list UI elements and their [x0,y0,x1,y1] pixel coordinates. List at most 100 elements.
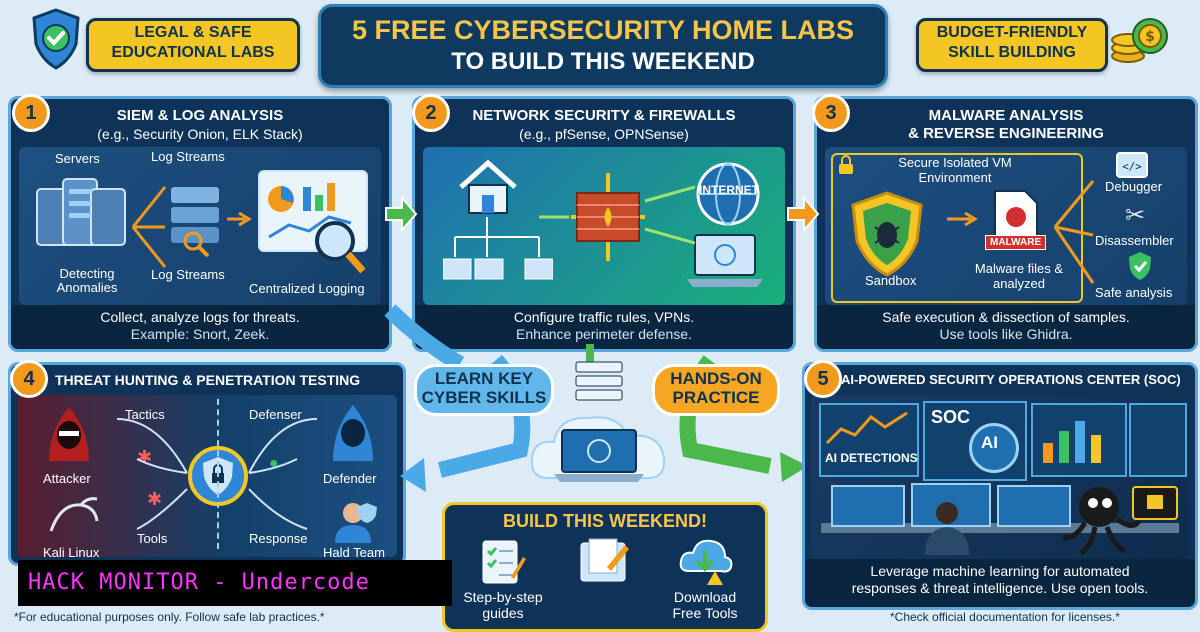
threat-hunting-illustration: Attacker Tactics ✱ ✱ Tools Kali Linux De… [17,395,397,560]
legal-safe-badge-text: LEGAL & SAFE EDUCATIONAL LABS [111,24,275,61]
header: LEGAL & SAFE EDUCATIONAL LABS 5 FREE CYB… [0,0,1200,90]
lab-number-badge: 1 [12,94,50,132]
siem-illustration: Servers Log Streams Log Streams Detectin… [19,147,381,305]
bug-shield-icon [851,191,923,277]
code-icon: </> [1116,152,1148,178]
budget-badge: BUDGET-FRIENDLY SKILL BUILDING [916,18,1108,72]
ai-label: AI [981,433,998,452]
disclaimer-right: *Check official documentation for licens… [890,610,1120,624]
build-weekend-box: BUILD THIS WEEKEND! Step-by-step guides … [442,502,768,632]
lab-footer-line1: Safe execution & dissection of samples. [882,309,1130,325]
checklist-icon [482,540,526,584]
bar-chart-icon [1043,421,1101,463]
lab-title: AI-POWERED SECURITY OPERATIONS CENTER (S… [841,372,1181,387]
lab-footer-line1: Leverage machine learning for automated [870,563,1130,579]
build-title: BUILD THIS WEEKEND! [503,511,707,531]
page-subtitle: TO BUILD THIS WEEKEND [451,48,755,75]
hands-on-bubble: HANDS-ON PRACTICE [652,364,780,416]
step-guides-label: Step-by-step guides [463,589,543,621]
vm-environment-label: Secure Isolated VM Environment [898,155,1012,185]
tools-icon: ✂ [1125,202,1146,229]
detecting-anomalies-label: Detecting Anomalies [56,266,118,295]
ai-detections-label: AI DETECTIONS [825,451,918,465]
check-icon: ● [269,455,279,472]
lab-footer: Leverage machine learning for automated … [805,559,1195,607]
learn-skills-bubble: LEARN KEY CYBER SKILLS [414,364,554,416]
lab-title: THREAT HUNTING & PENETRATION TESTING [55,372,361,388]
soc-label: SOC [931,407,971,427]
branch-arrows [1053,180,1095,284]
magnifier-icon [183,231,210,258]
defender-label: Defender [323,471,377,486]
lab-subtitle: & REVERSE ENGINEERING [908,125,1104,142]
svg-text:</>: </> [1122,160,1142,173]
green-arrow-icon [385,196,418,232]
cloud-download-icon [679,539,733,585]
servers-label: Servers [55,151,100,166]
lab-footer-line2: Enhance perimeter defense. [516,326,692,342]
attacker-label: Attacker [43,471,91,486]
lab-footer: Safe execution & dissection of samples. … [817,305,1195,349]
learn-skills-text: LEARN KEY CYBER SKILLS [421,369,547,407]
lab-panel-ai-soc: AI-POWERED SECURITY OPERATIONS CENTER (S… [802,362,1198,610]
disassembler-label: Disassembler [1095,233,1174,248]
response-label: Response [249,531,308,546]
hub-lines [116,418,318,530]
arrow-right-icon [227,211,252,227]
lab-footer: Collect, analyze logs for threats. Examp… [11,305,389,349]
lab-footer-line2: Use tools like Ghidra. [939,326,1073,342]
arrow-right-icon [947,211,978,227]
orange-arrow-icon [787,196,820,232]
malware-file-icon [994,190,1038,250]
check-shield-icon [1129,252,1151,280]
lab-title: NETWORK SECURITY & FIREWALLS [472,107,736,124]
traffic-arrows [539,185,695,245]
coins-icon: $ [1111,18,1168,63]
page-title: 5 FREE CYBERSECURITY HOME LABS [351,15,855,45]
lab-subtitle: (e.g., pfSense, OPNSense) [519,126,689,142]
lab-panel-network: NETWORK SECURITY & FIREWALLS (e.g., pfSe… [412,96,796,352]
bug-icon: ✱ [147,489,163,509]
lab-footer-line2: Example: Snort, Zeek. [130,326,270,342]
lab-panel-threat-hunting: THREAT HUNTING & PENETRATION TESTING Att… [8,362,406,566]
hands-on-text: HANDS-ON PRACTICE [670,369,762,407]
sandbox-label: Sandbox [865,273,917,288]
house-icon [459,159,517,214]
ai-core-icon [969,423,1019,473]
divider [217,399,219,549]
disclaimer-left: *For educational purposes only. Follow s… [14,610,325,624]
line-chart-icon [825,411,908,445]
lab-title: SIEM & LOG ANALYSIS [116,107,284,124]
lab-subtitle: (e.g., Security Onion, ELK Stack) [97,126,303,142]
watermark-text: HACK MONITOR - Undercode [28,570,370,595]
watermark-banner: HACK MONITOR - Undercode [18,560,452,606]
server-rack-icon [36,178,126,246]
page-title-box: 5 FREE CYBERSECURITY HOME LABS TO BUILD … [318,4,888,88]
lab-footer-line1: Collect, analyze logs for threats. [100,309,300,325]
dashboard-icon [258,170,368,274]
lab-footer: Configure traffic rules, VPNs. Enhance p… [415,305,793,349]
desk [821,523,1179,533]
flow-arrows [131,186,167,268]
lab-number-badge: 5 [804,360,842,398]
log-streams-label-top: Log Streams [151,149,225,164]
globe-icon [696,162,760,226]
kali-dragon-icon [49,497,99,532]
vm-environment [831,153,1083,303]
budget-badge-text: BUDGET-FRIENDLY SKILL BUILDING [936,24,1088,61]
lab-number-badge: 4 [10,360,48,398]
tools-label: Tools [137,531,168,546]
centralized-logging-label: Centralized Logging [249,281,365,296]
lab-footer-line2: responses & threat intelligence. Use ope… [851,580,1149,596]
lab-number-badge: 2 [412,94,450,132]
network-lines [443,217,553,280]
download-tools-label: Download Free Tools [672,589,738,621]
monitor [831,485,905,527]
svg-text:$: $ [1145,29,1155,45]
log-streams-label-bottom: Log Streams [151,267,225,282]
lab-panel-siem: SIEM & LOG ANALYSIS (e.g., Security Onio… [8,96,392,352]
operator-icon [925,502,969,555]
lab-footer-line1: Configure traffic rules, VPNs. [513,309,695,325]
malware-illustration: Secure Isolated VM Environment Sandbox M… [825,147,1187,305]
tactics-label: Tactics [125,407,165,422]
